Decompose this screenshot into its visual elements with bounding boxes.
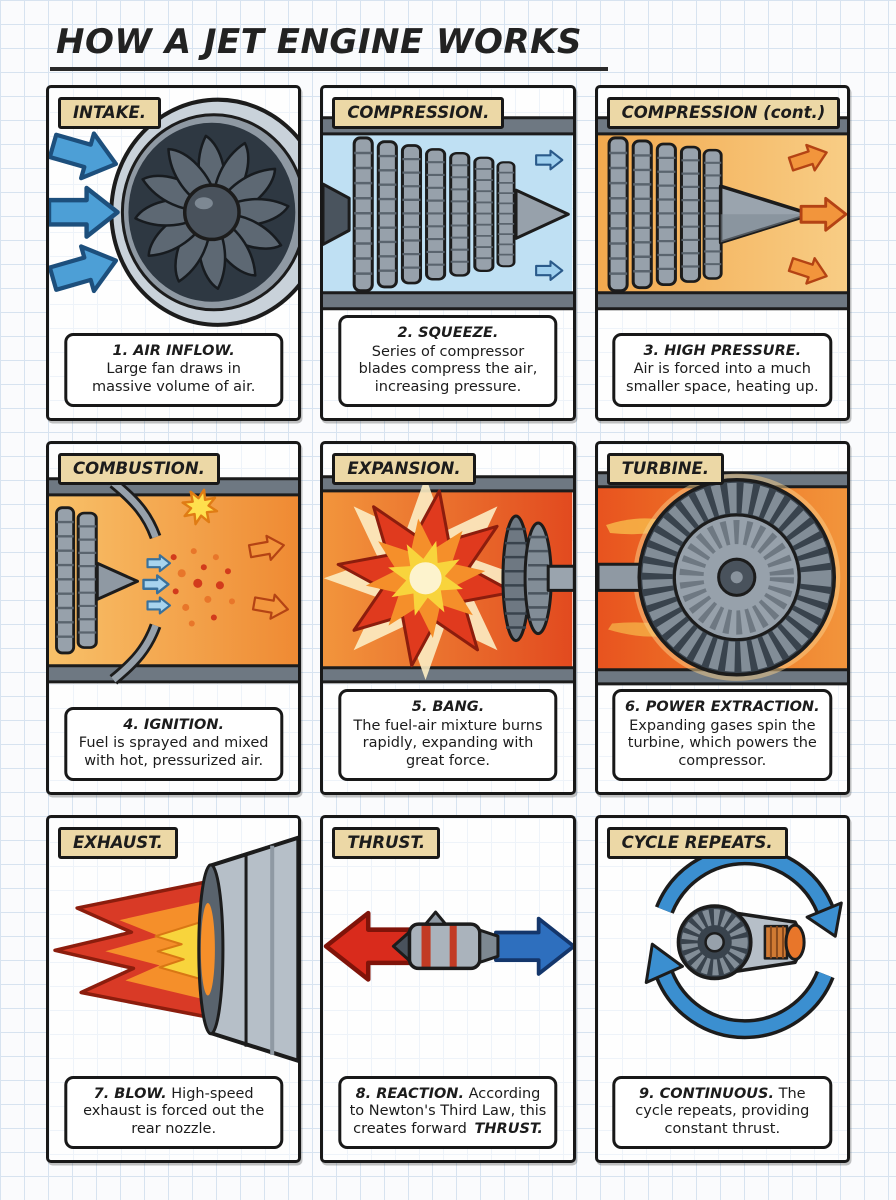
cycle-arrow-bottom — [644, 942, 835, 1040]
compression-art — [323, 116, 573, 311]
caption-turbine: 6. POWER EXTRACTION. Expanding gases spi… — [612, 689, 833, 781]
caption-compression: 2. SQUEEZE. Series of compressor blades … — [338, 315, 558, 407]
caption-lead: 5. BANG. — [411, 699, 485, 716]
engine-fan-illustration — [49, 97, 299, 327]
explosion-burst — [323, 475, 529, 682]
compressor-illustration — [323, 116, 573, 311]
caption-thrust: 8. REACTION. According to Newton's Third… — [338, 1075, 558, 1149]
panel-compression: COMPRESSION. 2. SQUEEZE. Series of compr… — [320, 85, 576, 421]
panel-grid: INTAKE. 1. AIR INFLOW. Large fan draws i… — [46, 85, 850, 1163]
thrust-art — [323, 910, 573, 1160]
turbine-art — [597, 471, 847, 686]
exhaust-art — [53, 835, 299, 1063]
caption-lead: 9. CONTINUOUS. — [639, 1085, 775, 1102]
shaft-cone — [95, 561, 139, 601]
compressor-blade-rows — [607, 136, 723, 293]
panel-label-cycle-repeats: CYCLE REPEATS. — [606, 827, 788, 859]
caption-lead: 3. HIGH PRESSURE. — [643, 342, 802, 359]
caption-intake: 1. AIR INFLOW. Large fan draws in massiv… — [63, 332, 284, 407]
caption-text: Series of compressor blades compress the… — [358, 343, 538, 395]
caption-lead: 7. BLOW. — [93, 1085, 167, 1102]
caption-lead: 6. POWER EXTRACTION. — [625, 699, 820, 716]
compression-cont-art — [597, 116, 847, 311]
panel-label-expansion: EXPANSION. — [332, 453, 476, 485]
fuel-spray-droplets — [170, 548, 235, 627]
intake-art — [49, 97, 299, 327]
inlet-cone — [323, 182, 351, 246]
mini-engine — [392, 910, 500, 971]
cycle-illustration — [644, 845, 843, 1040]
panel-thrust: THRUST. 8. REACTION. According to Newton… — [320, 815, 576, 1163]
panel-label-compression-cont: COMPRESSION (cont.) — [606, 97, 841, 129]
panel-label-compression: COMPRESSION. — [332, 97, 505, 129]
panel-expansion: EXPANSION. 5. BANG. The fuel-air mixture… — [320, 441, 576, 795]
panel-exhaust: EXHAUST. 7. BLOW. High-speed exhaust is … — [46, 815, 302, 1163]
exhaust-illustration — [53, 835, 299, 1063]
fuel-injector-pipes — [109, 478, 162, 685]
panel-combustion: COMBUSTION. 4. IGNITION. Fuel is sprayed… — [46, 441, 302, 795]
caption-exhaust: 7. BLOW. High-speed exhaust is forced ou… — [63, 1075, 284, 1149]
caption-text: The cycle repeats, providing constant th… — [635, 1085, 810, 1137]
spinner-cone — [182, 183, 241, 242]
panel-compression-cont: COMPRESSION (cont.) 3. HIGH PRESSURE. Ai… — [594, 85, 850, 421]
caption-lead: 2. SQUEEZE. — [397, 325, 499, 342]
caption-text: Fuel is sprayed and mixed with hot, pres… — [78, 735, 269, 769]
caption-text: The fuel-air mixture burns rapidly, expa… — [353, 717, 543, 769]
panel-label-intake: INTAKE. — [58, 97, 162, 129]
caption-text: According to Newton's Third Law, this cr… — [349, 1085, 547, 1137]
caption-lead: 4. IGNITION. — [123, 716, 225, 733]
compressor-blade-rows — [352, 136, 516, 293]
panel-label-exhaust: EXHAUST. — [58, 827, 178, 859]
thrust-arrow-icon — [494, 916, 573, 976]
caption-compression-cont: 3. HIGH PRESSURE. Air is forced into a m… — [612, 332, 833, 407]
caption-text: High-speed exhaust is forced out the rea… — [83, 1085, 265, 1137]
caption-expansion: 5. BANG. The fuel-air mixture burns rapi… — [338, 689, 558, 781]
caption-text: Expanding gases spin the turbine, which … — [627, 717, 817, 769]
high-pressure-illustration — [597, 116, 847, 311]
caption-lead: 8. REACTION. — [355, 1085, 464, 1102]
page-title: HOW A JET ENGINE WORKS — [50, 20, 608, 71]
caption-text: Large fan draws in massive volume of air… — [91, 361, 256, 395]
caption-combustion: 4. IGNITION. Fuel is sprayed and mixed w… — [63, 706, 284, 781]
comic-page: HOW A JET ENGINE WORKS — [46, 20, 850, 1163]
air-inflow-arrow-icons — [49, 124, 122, 301]
panel-label-thrust: THRUST. — [332, 827, 441, 859]
panel-turbine: TURBINE. 6. POWER EXTRACTION. Expanding … — [594, 441, 850, 795]
combustion-art — [49, 477, 299, 685]
turbine-illustration — [597, 471, 847, 686]
panel-cycle-repeats: CYCLE REPEATS. 9. CONTINUOUS. The cycle … — [594, 815, 850, 1163]
panel-intake: INTAKE. 1. AIR INFLOW. Large fan draws i… — [46, 85, 302, 421]
caption-tail: THRUST. — [474, 1120, 543, 1137]
turbine-wheel — [637, 478, 836, 677]
panel-label-turbine: TURBINE. — [606, 453, 725, 485]
expansion-art — [323, 475, 573, 684]
caption-cycle-repeats: 9. CONTINUOUS. The cycle repeats, provid… — [612, 1075, 833, 1149]
turbine-discs — [501, 514, 573, 643]
mini-engine — [676, 904, 806, 981]
air-arrow-icons — [142, 554, 172, 615]
combustion-illustration — [49, 477, 299, 685]
expansion-illustration — [323, 475, 573, 684]
caption-lead: 1. AIR INFLOW. — [112, 342, 235, 359]
panel-label-combustion: COMBUSTION. — [58, 453, 220, 485]
thrust-illustration — [326, 910, 573, 979]
exit-cone — [514, 188, 571, 240]
caption-text: Air is forced into a much smaller space,… — [626, 361, 819, 395]
